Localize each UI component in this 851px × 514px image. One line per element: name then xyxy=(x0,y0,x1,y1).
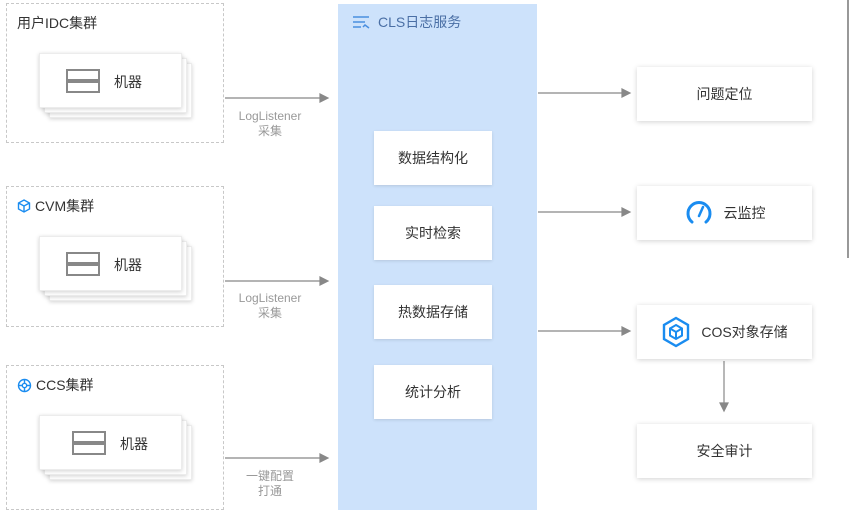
machine-label: 机器 xyxy=(120,436,148,452)
output-label: COS对象存储 xyxy=(701,324,788,340)
machine-stack: 机器 xyxy=(39,415,192,480)
machine-stack: 机器 xyxy=(39,53,192,118)
idc-cluster-title: 用户IDC集群 xyxy=(17,13,97,33)
output-security-audit: 安全审计 xyxy=(637,424,812,478)
connector-label-line2: 采集 xyxy=(257,124,282,138)
machine-card: 机器 xyxy=(39,415,182,470)
connector-label-line1: LogListener xyxy=(238,291,302,305)
feature-realtime-search: 实时检索 xyxy=(374,206,492,260)
output-cloud-monitor: 云监控 xyxy=(637,186,812,240)
output-cos-storage: COS对象存储 xyxy=(637,305,812,359)
connector-label: LogListener 采集 xyxy=(227,291,313,321)
output-label: 问题定位 xyxy=(696,86,753,102)
cvm-cluster-title-text: CVM集群 xyxy=(35,198,95,214)
feature-statistics: 统计分析 xyxy=(374,365,492,419)
machine-stack: 机器 xyxy=(39,236,192,301)
server-icon xyxy=(66,252,100,276)
machine-card: 机器 xyxy=(39,236,182,291)
feature-data-structuring: 数据结构化 xyxy=(374,131,492,185)
idc-cluster-title-text: 用户IDC集群 xyxy=(17,15,98,31)
monitor-gauge-icon xyxy=(684,198,714,228)
cls-title-text: CLS日志服务 xyxy=(378,14,462,30)
ccs-cluster-title: CCS集群 xyxy=(17,375,94,395)
feature-hot-storage: 热数据存储 xyxy=(374,285,492,339)
list-icon xyxy=(352,15,370,29)
connector-label: LogListener 采集 xyxy=(227,109,313,139)
cos-cube-icon xyxy=(661,316,691,348)
connector-label-line2: 采集 xyxy=(257,306,282,320)
cvm-cluster-title: CVM集群 xyxy=(17,196,94,216)
output-problem-locating: 问题定位 xyxy=(637,67,812,121)
cls-title: CLS日志服务 xyxy=(352,12,461,32)
idc-cluster: 用户IDC集群 机器 xyxy=(6,3,224,143)
connector-label: 一键配置 打通 xyxy=(227,469,313,499)
server-icon xyxy=(66,69,100,93)
ccs-cluster: CCS集群 机器 xyxy=(6,365,224,510)
machine-card: 机器 xyxy=(39,53,182,108)
connector-label-line1: 一键配置 xyxy=(245,469,294,483)
machine-label: 机器 xyxy=(114,257,142,273)
output-label: 安全审计 xyxy=(696,443,753,459)
connector-label-line1: LogListener xyxy=(238,109,302,123)
server-icon xyxy=(72,431,106,455)
cvm-cluster: CVM集群 机器 xyxy=(6,186,224,327)
ccs-cluster-title-text: CCS集群 xyxy=(36,377,94,393)
output-label: 云监控 xyxy=(723,205,766,221)
cube-outline-icon xyxy=(17,199,31,213)
machine-label: 机器 xyxy=(114,74,142,90)
connector-label-line2: 打通 xyxy=(257,484,282,498)
ccs-icon xyxy=(17,378,32,393)
cls-service-panel: CLS日志服务 数据结构化 实时检索 热数据存储 统计分析 xyxy=(338,4,537,510)
